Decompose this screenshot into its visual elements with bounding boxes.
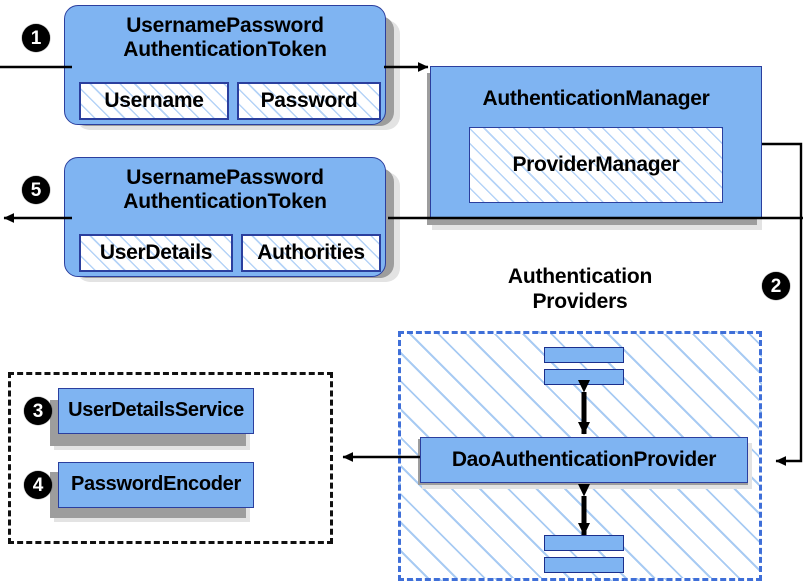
response-field-userdetails[interactable]: UserDetails	[79, 234, 233, 272]
passwordencoder-label: PasswordEncoder	[70, 473, 241, 495]
stub-provider-bottom-1[interactable]	[544, 535, 624, 551]
request-field-username[interactable]: Username	[79, 82, 229, 120]
dao-authentication-provider-title: DaoAuthenticationProvider	[451, 448, 717, 471]
userdetailsservice-label: UserDetailsService	[68, 399, 244, 421]
response-token-box[interactable]: UsernamePassword AuthenticationToken Use…	[64, 157, 386, 277]
response-field-authorities[interactable]: Authorities	[241, 234, 381, 272]
stub-provider-top-2[interactable]	[544, 369, 624, 385]
stub-provider-top-1[interactable]	[544, 347, 624, 363]
auth-manager-title: AuthenticationManager	[482, 87, 710, 110]
providers-caption-line1: Authentication	[507, 265, 653, 288]
dao-authentication-provider-box[interactable]: DaoAuthenticationProvider	[420, 437, 748, 483]
response-token-title-line1: UsernamePassword	[126, 166, 324, 189]
step-badge-2: 2	[762, 272, 790, 300]
step-badge-3: 3	[24, 397, 52, 425]
request-field-password[interactable]: Password	[237, 82, 381, 120]
stub-provider-bottom-2[interactable]	[544, 557, 624, 573]
request-token-box[interactable]: UsernamePassword AuthenticationToken Use…	[64, 5, 386, 125]
providers-caption-line2: Providers	[532, 289, 628, 313]
step-badge-4: 4	[24, 471, 52, 499]
step-badge-1: 1	[22, 24, 50, 52]
request-token-title-line2: AuthenticationToken	[123, 38, 327, 62]
auth-manager-box[interactable]: AuthenticationManager ProviderManager	[430, 66, 762, 218]
step-badge-5: 5	[22, 176, 50, 204]
response-token-title: UsernamePassword AuthenticationToken	[65, 166, 385, 215]
passwordencoder-box[interactable]: PasswordEncoder	[58, 462, 254, 508]
providers-caption: Authentication Providers	[460, 265, 700, 315]
response-token-title-line2: AuthenticationToken	[123, 190, 327, 214]
provider-manager-box[interactable]: ProviderManager	[469, 127, 723, 203]
userdetailsservice-box[interactable]: UserDetailsService	[58, 388, 254, 434]
line-manager-to-providers	[762, 142, 803, 466]
request-token-title: UsernamePassword AuthenticationToken	[65, 14, 385, 63]
request-token-title-line1: UsernamePassword	[126, 14, 324, 37]
